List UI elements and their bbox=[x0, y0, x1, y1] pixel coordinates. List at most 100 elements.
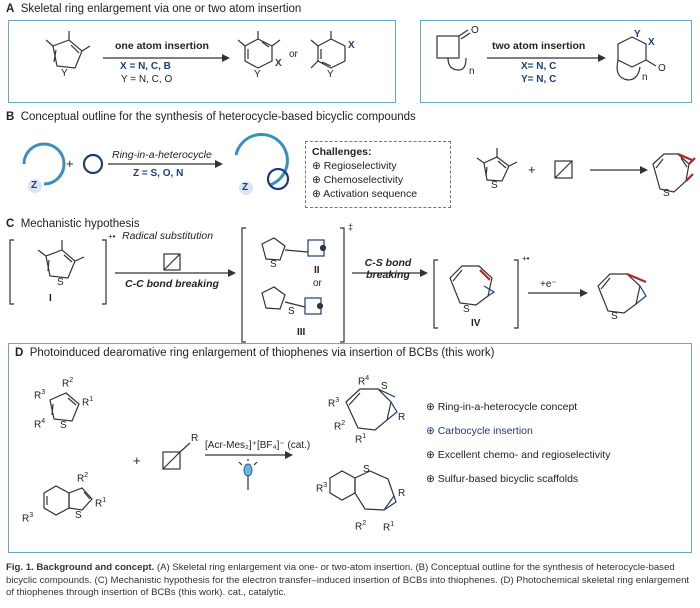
section-a-box-one-atom bbox=[8, 20, 396, 103]
figure-caption: Fig. 1. Background and concept. (A) Skel… bbox=[6, 562, 694, 600]
c-ddagger: ‡ bbox=[348, 222, 354, 232]
b-z-label: Z bbox=[31, 180, 38, 191]
c-arrow2-label: C-S bond breaking bbox=[364, 257, 412, 281]
d-r4: R4 bbox=[34, 418, 46, 431]
c-iii-s: S bbox=[288, 306, 295, 317]
d-benzo-r1: R1 bbox=[95, 497, 107, 510]
c-thiophene-s: S bbox=[57, 277, 64, 288]
bracket-left-2 bbox=[241, 227, 246, 343]
bcb-c bbox=[163, 253, 181, 271]
c-electron: +e⁻ bbox=[540, 279, 557, 290]
thiophene-c bbox=[37, 240, 85, 279]
c-label-iii: III bbox=[297, 327, 306, 338]
blue-light-bulb-icon bbox=[238, 459, 258, 490]
d-thiophene-s: S bbox=[60, 420, 67, 431]
a-product1-x: X bbox=[275, 58, 282, 69]
bracket-left-3 bbox=[433, 259, 438, 329]
a-two-atom-y-set: Y= N, C bbox=[521, 74, 557, 85]
d-prod-r: R bbox=[398, 412, 406, 423]
a-one-atom-y-set: Y = N, C, O bbox=[121, 74, 173, 85]
d-prod2-s: S bbox=[363, 464, 370, 475]
d-benzo-r2: R2 bbox=[77, 472, 89, 485]
c-label-ii: II bbox=[314, 265, 320, 276]
bicyclic-product-c bbox=[597, 272, 647, 314]
d-prod-r4: R4 bbox=[358, 375, 370, 388]
open-ring-reagent bbox=[22, 142, 66, 193]
six-ring-product-1 bbox=[237, 31, 281, 69]
benzothiophene bbox=[43, 485, 93, 516]
b-thiophene-s: S bbox=[491, 180, 498, 191]
c-arrow1-bottom: C-C bond breaking bbox=[125, 278, 219, 290]
section-a-box-two-atom bbox=[420, 20, 692, 103]
feature-item-highlight: ⊕ Carbocycle insertion bbox=[426, 425, 533, 437]
challenge-item: ⊕ Regioselectivity bbox=[312, 160, 397, 172]
d-benzo-s: S bbox=[75, 510, 82, 521]
challenges-box: Challenges: ⊕ Regioselectivity ⊕ Chemose… bbox=[305, 141, 451, 208]
a-lactone-n: n bbox=[642, 72, 648, 83]
a-one-atom-arrow-label: one atom insertion bbox=[115, 40, 209, 52]
intermediate-ii bbox=[261, 237, 327, 261]
six-ring-lactone bbox=[616, 36, 657, 81]
a-lactone-y: Y bbox=[634, 29, 641, 40]
c-radical-cation: +• bbox=[108, 232, 116, 241]
cyclobutanone bbox=[436, 29, 471, 71]
a-lactone-o: O bbox=[658, 63, 666, 74]
c-iv-s: S bbox=[463, 304, 470, 315]
d-prod2-r2: R2 bbox=[355, 520, 367, 533]
b-arrow-bottom: Z = S, O, N bbox=[133, 168, 184, 179]
d-prod2-r3: R3 bbox=[316, 482, 328, 495]
six-ring-product-2 bbox=[310, 31, 346, 69]
b-product-z: Z bbox=[242, 182, 249, 193]
bracket-right-2 bbox=[340, 227, 345, 343]
thiophene-b bbox=[476, 148, 518, 182]
section-d-header: D Photoinduced dearomative ring enlargem… bbox=[15, 347, 495, 359]
d-r3: R3 bbox=[34, 389, 46, 402]
b-plus-2: + bbox=[528, 162, 536, 177]
a-two-atom-x-set: X= N, C bbox=[521, 61, 557, 72]
a-one-atom-x-set: X = N, C, B bbox=[120, 61, 171, 72]
challenge-item: ⊕ Chemoselectivity bbox=[312, 174, 404, 186]
d-plus: + bbox=[133, 453, 141, 468]
bcb-b bbox=[554, 160, 573, 179]
b-product-s: S bbox=[663, 188, 670, 199]
small-ring-reagent bbox=[82, 153, 104, 175]
feature-item: ⊕ Excellent chemo- and regioselectivity bbox=[426, 449, 611, 461]
d-r2: R2 bbox=[62, 377, 74, 390]
a-n-index: n bbox=[469, 66, 475, 77]
substituted-thiophene bbox=[49, 392, 80, 422]
d-prod-r3: R3 bbox=[328, 397, 340, 410]
ring-in-ring-product bbox=[234, 133, 290, 195]
a-ketone-o: O bbox=[471, 25, 479, 36]
challenges-title: Challenges: bbox=[312, 146, 372, 158]
feature-item: ⊕ Sulfur-based bicyclic scaffolds bbox=[426, 473, 579, 485]
b-arrow-top: Ring-in-a-heterocycle bbox=[112, 149, 212, 161]
product-benzothiepine bbox=[329, 470, 397, 511]
d-prod-r2: R2 bbox=[334, 420, 346, 433]
b-plus: + bbox=[66, 156, 74, 171]
c-label-iv: IV bbox=[471, 318, 481, 329]
c-arrow1-top: Radical substitution bbox=[122, 230, 214, 242]
bracket-right-3 bbox=[514, 259, 519, 329]
a-or: or bbox=[289, 49, 298, 60]
d-catalyst: [Acr-Mes₂]⁺[BF₄]⁻ (cat.) bbox=[205, 440, 311, 451]
c-label-i: I bbox=[49, 293, 52, 304]
d-prod-s: S bbox=[381, 381, 388, 392]
c-ii-s: S bbox=[270, 259, 277, 270]
section-b-header: B Conceptual outline for the synthesis o… bbox=[6, 111, 416, 123]
section-c-header: C Mechanistic hypothesis bbox=[6, 218, 140, 230]
challenge-item: ⊕ Activation sequence bbox=[312, 188, 418, 200]
bracket-left-1 bbox=[9, 239, 14, 305]
section-a-header: A Skeletal ring enlargement via one or t… bbox=[6, 3, 302, 15]
d-prod2-r1: R1 bbox=[383, 521, 395, 534]
caption-text: (A) Skeletal ring enlargement via one- o… bbox=[6, 562, 690, 598]
a-heteroatom-y: Y bbox=[61, 68, 68, 79]
section-d-box bbox=[8, 343, 692, 553]
product-thiepine bbox=[345, 388, 398, 431]
d-bcb-r: R bbox=[191, 433, 199, 444]
c-or: or bbox=[313, 278, 322, 289]
d-prod2-r: R bbox=[398, 488, 406, 499]
intermediate-iv bbox=[449, 265, 496, 306]
feature-item: ⊕ Ring-in-a-heterocycle concept bbox=[426, 401, 578, 413]
c-product-s: S bbox=[611, 311, 618, 322]
